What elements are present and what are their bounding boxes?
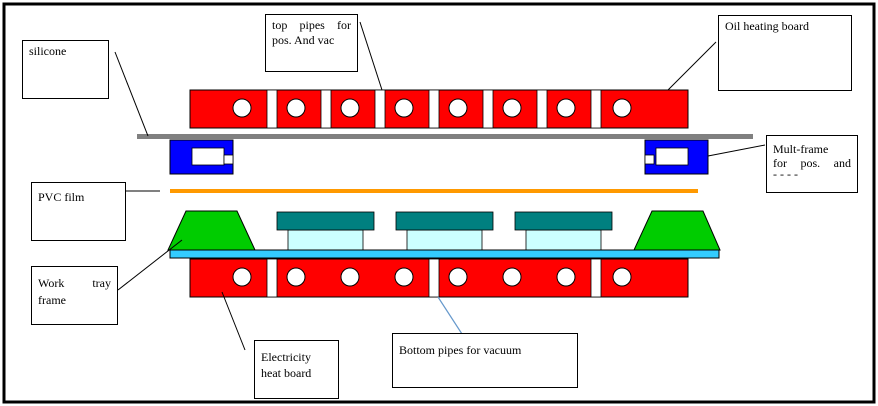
label-electricity-heat-line2: heat board (261, 366, 312, 380)
top-pipe-hole (448, 98, 468, 118)
leader-top-pipes (359, 21, 383, 91)
label-oil-heating-text: Oil heating board (725, 19, 809, 33)
work-tray-plate (169, 249, 720, 259)
top-pipe-hole (286, 98, 306, 118)
label-mult-frame-line3: - - - - (773, 167, 798, 181)
mold-base (406, 229, 483, 251)
mold-top (514, 211, 613, 231)
mold-base (525, 229, 602, 251)
label-work-tray: Work tray frame (31, 266, 118, 325)
top-pipe-hole (612, 98, 632, 118)
mold-1 (276, 211, 375, 251)
label-silicone: silicone (22, 40, 109, 99)
bottom-pipe-hole (340, 267, 360, 287)
mult-frame-left (169, 139, 234, 175)
electricity-heat-board (189, 258, 689, 298)
label-electricity-heat: Electricity heat board (254, 340, 339, 399)
mult-frame-right (644, 139, 709, 175)
top-pipe-hole (340, 98, 360, 118)
mold-3 (514, 211, 613, 251)
label-oil-heating: Oil heating board (718, 15, 852, 91)
top-board-slot (428, 89, 440, 129)
label-mult-frame-line1: Mult-frame (773, 142, 829, 156)
pvc-film (170, 189, 698, 193)
bottom-board-slot (266, 258, 278, 298)
leader-oil-heating (667, 41, 717, 91)
mold-top (395, 211, 494, 231)
leader-silicone (114, 51, 149, 137)
tray-frame-right (633, 210, 721, 251)
top-board-slot (536, 89, 548, 129)
leader-mult-frame (707, 144, 766, 157)
mold-top (276, 211, 375, 231)
leader-bottom-pipes (437, 296, 463, 335)
label-mult-frame: Mult-frame for pos. and - - - - (766, 135, 858, 193)
bottom-board-slot (428, 258, 440, 298)
label-top-pipes: top pipes for pos. And vac (265, 14, 358, 72)
top-pipe-hole (556, 98, 576, 118)
silicone-sheet (137, 134, 753, 139)
top-pipe-hole (502, 98, 522, 118)
top-board-slot (266, 89, 278, 129)
leader-electricity-heat (221, 291, 246, 351)
bottom-pipe-hole (612, 267, 632, 287)
label-top-pipes-line2: pos. And vac (272, 33, 335, 47)
label-electricity-heat-line1: Electricity (261, 350, 311, 364)
bottom-pipe-hole (232, 267, 252, 287)
label-work-tray-line1: Work tray (38, 276, 111, 290)
leader-work-tray (117, 239, 183, 291)
top-pipe-hole (394, 98, 414, 118)
bottom-pipe-hole (502, 267, 522, 287)
top-board-slot (374, 89, 386, 129)
bottom-pipe-hole (394, 267, 414, 287)
label-pvc-film-text: PVC film (38, 190, 85, 204)
mult-frame-window (655, 147, 689, 166)
mold-base (287, 229, 364, 251)
label-bottom-pipes: Bottom pipes for vacuum (392, 333, 578, 388)
top-pipe-hole (232, 98, 252, 118)
bottom-pipe-hole (448, 267, 468, 287)
label-top-pipes-line1: top pipes for (272, 18, 351, 32)
label-bottom-pipes-text: Bottom pipes for vacuum (399, 343, 522, 357)
bottom-pipe-hole (556, 267, 576, 287)
bottom-pipe-hole (286, 267, 306, 287)
mult-frame-window (191, 147, 225, 166)
label-silicone-text: silicone (29, 44, 67, 58)
tray-frame-left (167, 210, 256, 251)
bottom-board-slot (590, 258, 602, 298)
mult-frame-notch (644, 154, 655, 165)
mold-2 (395, 211, 494, 251)
oil-heating-board (189, 89, 689, 129)
label-mult-frame-line2: for pos. and (773, 156, 851, 170)
top-board-slot (590, 89, 602, 129)
top-board-slot (320, 89, 332, 129)
label-work-tray-line2: frame (38, 293, 66, 307)
mult-frame-notch (223, 154, 234, 165)
top-board-slot (482, 89, 494, 129)
label-pvc-film: PVC film (31, 182, 126, 241)
